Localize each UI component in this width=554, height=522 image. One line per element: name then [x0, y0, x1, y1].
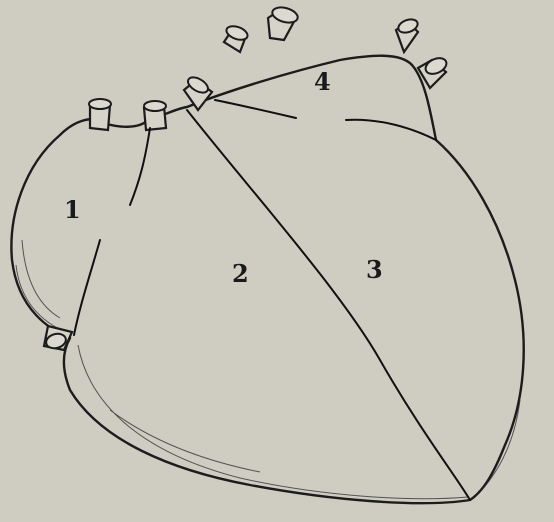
divider-atrium-left-lower [74, 240, 100, 335]
divider-interventricular [187, 110, 470, 500]
divider-atrium-left-upper [130, 128, 150, 205]
label-1: 1 [64, 195, 81, 224]
divider-top-right [346, 120, 436, 140]
label-4: 4 [314, 67, 331, 96]
vessel-1b-rim [144, 101, 166, 111]
label-2: 2 [232, 259, 249, 288]
label-3: 3 [366, 255, 383, 284]
left-shading [16, 240, 70, 334]
divider-top-left [215, 100, 296, 118]
vessel-1a-rim [89, 99, 111, 109]
